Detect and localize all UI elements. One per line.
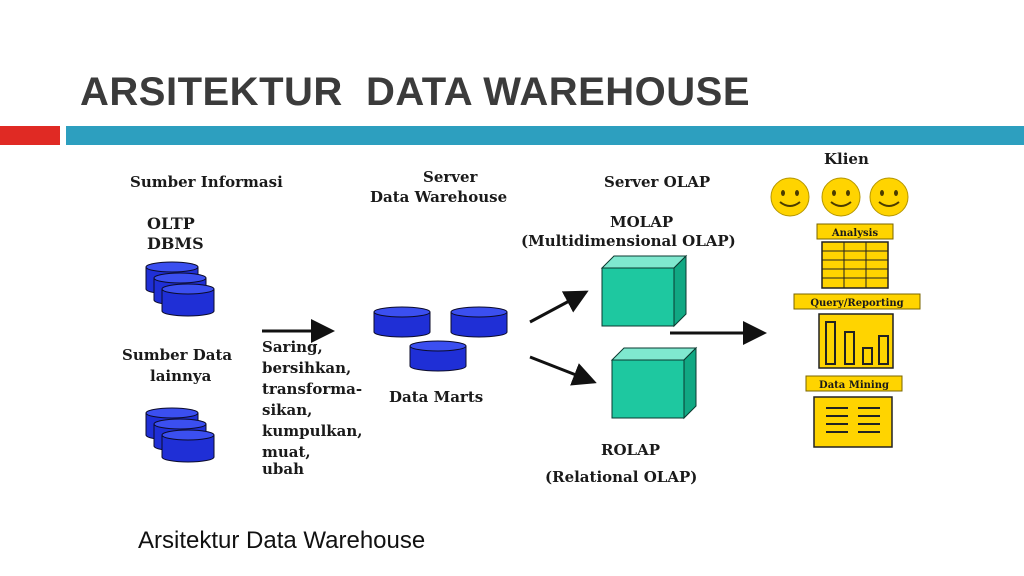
molap-arrow: [529, 290, 589, 324]
document-icon: [813, 396, 893, 448]
smiley-icon: [770, 177, 810, 217]
query-reporting-label-box: [793, 293, 921, 310]
rolap-label-line1: ROLAP: [601, 441, 660, 459]
diagram-caption: Arsitektur Data Warehouse: [138, 527, 426, 554]
bar-chart-icon: [818, 313, 894, 369]
etl-step: sikan,: [262, 401, 312, 419]
oltp-database-icon: [145, 261, 215, 317]
other-database-icon: [145, 407, 215, 463]
etl-steps: Saring, bersihkan, transforma- sikan, ku…: [262, 338, 363, 478]
warehouse-header-line2: Data Warehouse: [370, 188, 507, 206]
etl-step: transforma-: [262, 380, 362, 398]
etl-step: kumpulkan,: [262, 422, 363, 440]
slide-title: ARSITEKTUR DATA WAREHOUSE: [80, 70, 751, 114]
smiley-icon-group: [770, 177, 909, 217]
oltp-label-line1: OLTP: [147, 214, 195, 233]
etl-step: Saring,: [262, 338, 323, 356]
other-sources-label-line1: Sumber Data: [122, 346, 232, 364]
rolap-cube-icon: [611, 347, 697, 419]
query-reporting-label: Query/Reporting: [810, 298, 903, 309]
oltp-label-line2: DBMS: [147, 234, 204, 253]
data-marts-label: Data Marts: [389, 388, 483, 406]
etl-step: ubah: [262, 460, 304, 478]
other-sources-label-line2: lainnya: [150, 367, 212, 385]
analysis-label: Analysis: [831, 228, 879, 239]
smiley-icon: [821, 177, 861, 217]
data-mining-label-box: [805, 375, 903, 392]
warehouse-header-line1: Server: [423, 168, 479, 186]
rolap-label-line2: (Relational OLAP): [545, 468, 697, 486]
data-mining-label: Data Mining: [819, 380, 889, 391]
etl-step: muat,: [262, 443, 311, 461]
olap-header: Server OLAP: [604, 173, 710, 191]
rolap-arrow: [529, 355, 597, 386]
molap-label-line2: (Multidimensional OLAP): [521, 232, 736, 250]
data-marts-icon: [373, 306, 508, 372]
accent-bar-blue: [66, 126, 1024, 145]
etl-step: bersihkan,: [262, 359, 351, 377]
analysis-table-icon: [821, 241, 889, 289]
molap-label-line1: MOLAP: [610, 213, 673, 231]
architecture-diagram: Sumber Informasi OLTP DBMS Sumber Data l…: [122, 150, 921, 486]
molap-cube-icon: [601, 255, 687, 327]
smiley-icon: [869, 177, 909, 217]
sources-header: Sumber Informasi: [130, 173, 283, 191]
accent-bar-red: [0, 126, 60, 145]
client-header: Klien: [824, 150, 869, 168]
analysis-label-box: [816, 223, 894, 240]
